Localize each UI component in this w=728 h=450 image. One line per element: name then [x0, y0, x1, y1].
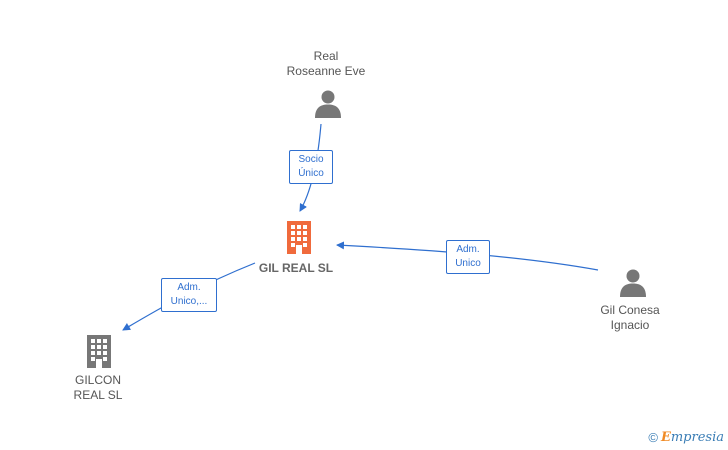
- edge-label-adm-unico[interactable]: Adm. Unico: [446, 240, 490, 274]
- edge-label-line: Unico: [455, 258, 481, 269]
- empresia-watermark: © Empresia: [648, 430, 724, 445]
- edge-label-line: Unico,...: [170, 296, 208, 307]
- copyright-icon: ©: [648, 430, 658, 445]
- edge-label-adm-unico-more[interactable]: Adm. Unico,...: [161, 278, 217, 312]
- empresia-logo: Empresia: [660, 430, 724, 445]
- person-icon[interactable]: [313, 89, 343, 119]
- building-icon[interactable]: [284, 221, 314, 254]
- edge-label-line: Socio: [298, 154, 324, 165]
- node-name-line: Ignacio: [610, 318, 650, 332]
- node-gil-conesa-label[interactable]: Gil Conesa Ignacio: [574, 303, 686, 333]
- node-name-line: GIL REAL SL: [258, 261, 334, 275]
- edge-label-line: Único: [298, 168, 324, 179]
- node-name-line: Gil Conesa: [600, 303, 660, 317]
- node-gilcon-label[interactable]: GILCON REAL SL: [48, 373, 148, 403]
- node-name-line: Roseanne Eve: [286, 64, 366, 78]
- node-gil-real-label[interactable]: GIL REAL SL: [236, 261, 356, 276]
- node-name-line: GILCON: [74, 373, 121, 387]
- node-roseanne-label[interactable]: Real Roseanne Eve: [262, 49, 390, 79]
- edge-label-line: Adm.: [177, 282, 201, 293]
- node-name-line: Real: [313, 49, 339, 63]
- edge-label-socio-unico[interactable]: Socio Único: [289, 150, 333, 184]
- building-icon[interactable]: [84, 335, 114, 368]
- person-icon[interactable]: [618, 268, 648, 298]
- node-name-line: REAL SL: [73, 388, 123, 402]
- edge-label-line: Adm.: [456, 244, 480, 255]
